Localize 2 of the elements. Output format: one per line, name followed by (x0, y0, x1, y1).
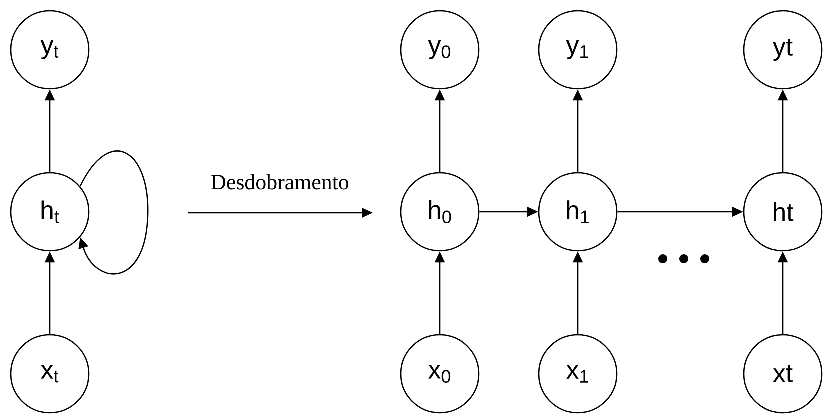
caption-text: Desdobramento (211, 174, 349, 190)
arrow (78, 150, 149, 275)
